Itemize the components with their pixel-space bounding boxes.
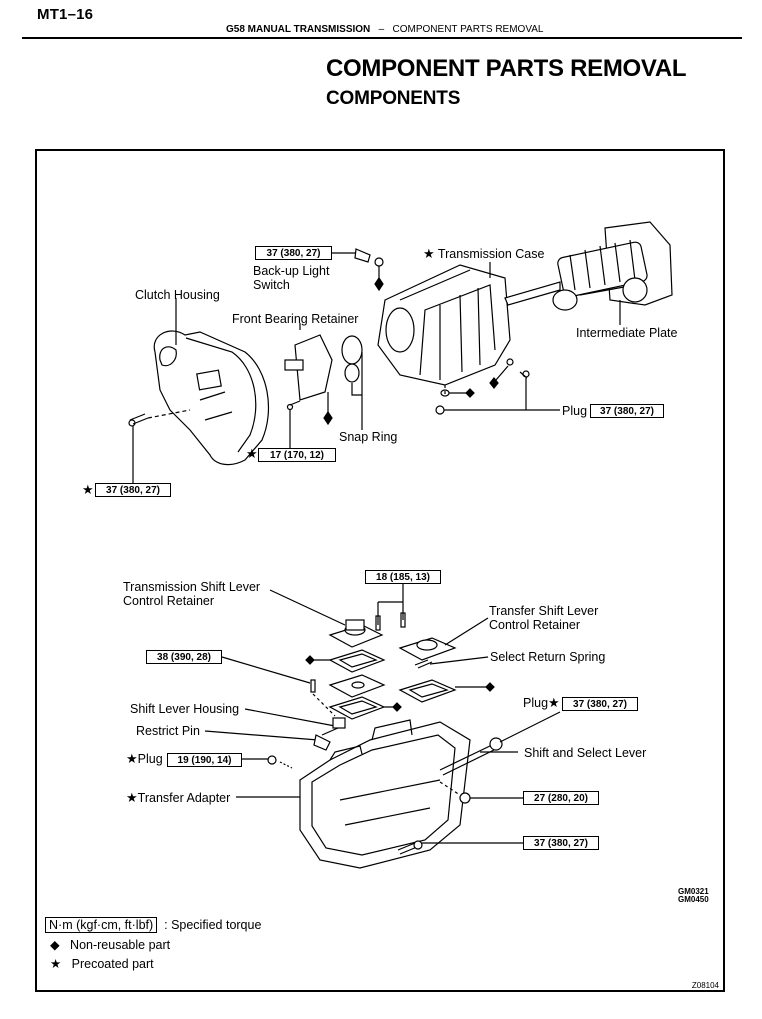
adapter-plug-drawing bbox=[397, 781, 523, 855]
case-plug-drawing bbox=[435, 358, 560, 415]
running-head-manual: G58 MANUAL TRANSMISSION bbox=[226, 24, 371, 35]
torque-plug-upper: 37 (380, 27) bbox=[590, 404, 664, 418]
label-transfer-shift-retainer-2: Control Retainer bbox=[489, 618, 581, 632]
transmission-case-drawing bbox=[377, 262, 511, 395]
torque-plug-left: 19 (190, 14) bbox=[167, 753, 242, 767]
label-shift-lever-housing: Shift Lever Housing bbox=[130, 702, 240, 716]
figure-frame bbox=[35, 149, 725, 992]
label-clutch-housing: Clutch Housing bbox=[135, 288, 220, 302]
figure-number: Z08104 bbox=[691, 981, 719, 990]
label-backup-light-switch-2: Switch bbox=[253, 278, 290, 292]
shift-select-lever-drawing bbox=[439, 711, 561, 776]
legend-non-reusable: ◆ Non-reusable part bbox=[50, 937, 170, 952]
torque-adapter-bolt: 37 (380, 27) bbox=[523, 836, 599, 850]
star-front-bearing-bolt: ★ bbox=[246, 447, 258, 461]
label-snap-ring: Snap Ring bbox=[339, 430, 398, 444]
transfer-adapter-drawing bbox=[236, 719, 471, 869]
diamond-icon: ◆ bbox=[50, 938, 60, 952]
label-trans-shift-retainer-1: Transmission Shift Lever bbox=[123, 580, 261, 594]
label-trans-shift-retainer-2: Control Retainer bbox=[123, 594, 215, 608]
intermediate-plate-drawing bbox=[504, 221, 673, 325]
shift-housing-bolt-drawing bbox=[221, 656, 336, 717]
label-transfer-adapter: ★Transfer Adapter bbox=[126, 790, 231, 806]
precoated-star-icon: ★ bbox=[423, 246, 435, 261]
precoated-star-icon: ★ bbox=[126, 790, 138, 805]
header-rule bbox=[22, 37, 742, 39]
precoated-star-icon: ★ bbox=[246, 446, 258, 461]
clutch-housing-drawing bbox=[153, 298, 270, 466]
label-plug-left: ★Plug bbox=[126, 751, 163, 767]
legend-non-reusable-desc: Non-reusable part bbox=[70, 938, 171, 952]
label-transmission-case-text: Transmission Case bbox=[437, 247, 545, 261]
label-select-return-spring: Select Return Spring bbox=[490, 650, 606, 664]
torque-clutch-housing-bolt: 37 (380, 27) bbox=[95, 483, 171, 497]
snap-ring-drawing bbox=[341, 335, 363, 430]
clutch-housing-bolt-drawing bbox=[128, 409, 191, 488]
label-front-bearing-retainer: Front Bearing Retainer bbox=[232, 312, 359, 326]
retainer-bolts-drawing bbox=[375, 584, 406, 631]
label-transfer-adapter-text: Transfer Adapter bbox=[137, 791, 231, 805]
running-head-section: COMPONENT PARTS REMOVAL bbox=[392, 24, 544, 35]
label-plug-right-text: Plug bbox=[523, 696, 549, 710]
page-number: MT1–16 bbox=[37, 6, 94, 23]
label-plug-right: Plug★ bbox=[523, 695, 560, 711]
running-head-separator: – bbox=[378, 24, 385, 35]
label-transfer-shift-retainer-1: Transfer Shift Lever bbox=[489, 604, 599, 618]
star-icon: ★ bbox=[50, 957, 62, 971]
running-head: G58 MANUAL TRANSMISSION – COMPONENT PART… bbox=[226, 24, 543, 35]
precoated-star-icon: ★ bbox=[82, 482, 94, 497]
torque-front-bearing-bolt: 17 (170, 12) bbox=[258, 448, 336, 462]
label-backup-light-switch-1: Back-up Light bbox=[253, 264, 330, 278]
front-bearing-diamond bbox=[323, 410, 333, 426]
star-clutch-housing-bolt: ★ bbox=[82, 483, 94, 497]
torque-shift-housing-bolt: 38 (390, 28) bbox=[146, 650, 222, 664]
left-plug-drawing bbox=[242, 755, 293, 769]
trans-shift-retainer-drawing bbox=[269, 589, 384, 648]
precoated-star-icon: ★ bbox=[126, 751, 138, 766]
drawing-code-2: GM0450 bbox=[678, 895, 709, 904]
precoated-star-icon: ★ bbox=[548, 695, 560, 710]
torque-backup-light-switch: 37 (380, 27) bbox=[255, 246, 332, 260]
legend-precoated-desc: Precoated part bbox=[71, 957, 154, 971]
backup-light-switch-drawing bbox=[332, 248, 384, 292]
legend-torque: N·m (kgf·cm, ft·lbf) : Specified torque bbox=[45, 917, 262, 933]
shift-lever-housing-drawing bbox=[204, 708, 346, 751]
legend-torque-unit: N·m (kgf·cm, ft·lbf) bbox=[45, 917, 158, 933]
drawing-code-1: GM0321 bbox=[678, 887, 709, 896]
label-intermediate-plate: Intermediate Plate bbox=[576, 326, 678, 340]
left-gasket-stack-drawing bbox=[305, 649, 402, 720]
label-shift-and-select-lever: Shift and Select Lever bbox=[524, 746, 647, 760]
torque-adapter-plug: 27 (280, 20) bbox=[523, 791, 599, 805]
front-bearing-retainer-drawing bbox=[258, 323, 333, 451]
legend-torque-desc: : Specified torque bbox=[164, 918, 262, 932]
label-plug-upper: Plug bbox=[562, 404, 588, 418]
page-subtitle: COMPONENTS bbox=[326, 88, 461, 109]
torque-retainer-bolts: 18 (185, 13) bbox=[365, 570, 441, 584]
label-restrict-pin: Restrict Pin bbox=[136, 724, 200, 738]
torque-plug-right: 37 (380, 27) bbox=[562, 697, 638, 711]
page-title: COMPONENT PARTS REMOVAL bbox=[326, 55, 687, 82]
legend-precoated: ★ Precoated part bbox=[50, 956, 154, 971]
transfer-shift-retainer-drawing bbox=[398, 617, 495, 703]
label-transmission-case: ★ Transmission Case bbox=[423, 246, 545, 262]
label-plug-left-text: Plug bbox=[137, 752, 163, 766]
